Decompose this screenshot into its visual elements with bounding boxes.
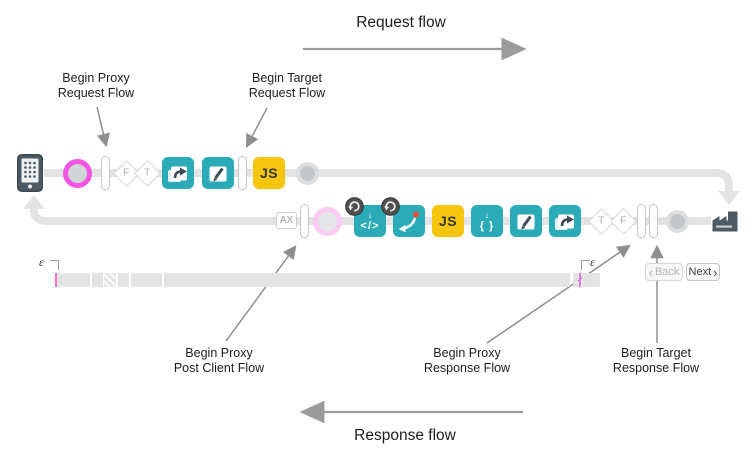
elapsed-epsilon-right: ε — [590, 255, 595, 269]
callout-policy-step[interactable] — [162, 157, 194, 189]
request-flow-arrowhead-icon — [718, 191, 740, 205]
post-client-start-step[interactable] — [313, 207, 342, 236]
elapsed-epsilon-left: ε — [39, 255, 44, 269]
post-client-pointer-arrow — [225, 245, 297, 342]
label-begin-proxy-post-client-flow: Begin Proxy Post Client Flow — [174, 346, 264, 376]
label-line: Request Flow — [248, 86, 326, 100]
assign-message-policy-step[interactable] — [202, 157, 234, 189]
request-segment-end-step[interactable] — [296, 162, 319, 185]
label-begin-proxy-request-flow: Begin Proxy Request Flow — [58, 71, 134, 101]
down-arrow-icon: ↓ — [367, 209, 373, 220]
label-line: Begin Proxy — [433, 346, 501, 360]
label-begin-target-request-flow: Begin Target Request Flow — [249, 71, 325, 101]
analytics-step[interactable]: AX — [276, 212, 297, 229]
timeline-cursor-tick[interactable] — [579, 273, 581, 287]
label-line: Begin Proxy — [185, 346, 253, 360]
next-button[interactable]: Next › — [686, 263, 720, 281]
condition-letter: F — [619, 215, 627, 227]
begin-proxy-request-flow-marker[interactable] — [101, 156, 110, 190]
forward-page-icon — [555, 214, 574, 230]
json-policy-step[interactable]: ↓ { } — [471, 205, 503, 237]
bracket-left-icon — [50, 260, 59, 270]
curved-arrow-red-dot-icon — [398, 211, 419, 233]
timeline-segment — [131, 273, 162, 287]
code-extract-icon: ↓ </> — [360, 209, 380, 232]
timeline-segment — [92, 273, 103, 287]
label-line: Begin Proxy — [62, 71, 130, 85]
label-begin-target-response-flow: Begin Target Response Flow — [613, 346, 699, 376]
js-icon: JS — [259, 165, 279, 181]
next-button-label: Next — [688, 266, 712, 278]
response-segment-end-step[interactable] — [666, 210, 689, 233]
label-line: Response Flow — [612, 361, 700, 375]
target-server-factory-icon[interactable] — [711, 207, 739, 233]
proxy-response-pointer-arrow — [486, 244, 631, 344]
client-phone-icon[interactable] — [17, 154, 43, 192]
condition-letter: T — [143, 167, 151, 179]
javascript-policy-step[interactable]: JS — [253, 157, 285, 189]
bracket-right-icon — [581, 260, 590, 270]
timeline-segment-hatched — [104, 273, 116, 287]
timeline-cursor-tick[interactable] — [55, 273, 57, 287]
gray-dot-icon — [300, 166, 315, 181]
request-flow-line — [44, 169, 733, 192]
label-line: Begin Target — [252, 71, 322, 85]
proxy-request-pointer-arrow — [96, 106, 110, 148]
condition-letter: T — [597, 215, 605, 227]
loop-badge-icon — [381, 197, 400, 216]
condition-letter: F — [122, 167, 130, 179]
timeline-segment — [164, 273, 570, 287]
timeline-segment — [582, 273, 600, 287]
chevron-right-icon: › — [713, 264, 718, 280]
assign-message-policy-step[interactable] — [510, 205, 542, 237]
begin-proxy-post-client-flow-marker[interactable] — [300, 204, 309, 238]
label-line: Begin Target — [621, 346, 691, 360]
response-flow-line — [30, 209, 711, 225]
pencil-page-icon — [517, 214, 535, 230]
back-button[interactable]: ‹ Back — [645, 263, 683, 281]
loop-badge-icon — [345, 197, 364, 216]
back-button-label: Back — [654, 266, 680, 278]
label-line: Request Flow — [57, 86, 135, 100]
braces-glyph: { } — [479, 219, 495, 232]
chevron-left-icon: ‹ — [648, 264, 653, 280]
gray-dot-icon — [670, 214, 685, 229]
request-start-step[interactable] — [63, 159, 92, 188]
label-line: Post Client Flow — [173, 361, 265, 375]
code-glyph: </> — [360, 219, 380, 232]
response-flow-arrowhead-icon — [23, 195, 45, 209]
callout-policy-step[interactable] — [549, 205, 581, 237]
condition-step-true[interactable]: T — [133, 159, 161, 187]
label-line: Response Flow — [423, 361, 511, 375]
forward-page-icon — [168, 166, 187, 182]
condition-step-false[interactable]: F — [609, 207, 637, 235]
js-icon: JS — [438, 213, 458, 229]
begin-target-request-flow-marker[interactable] — [238, 156, 247, 190]
request-flow-title: Request flow — [356, 14, 446, 31]
braces-extract-icon: ↓ { } — [479, 209, 495, 232]
condition-diamond-icon: T — [133, 159, 161, 187]
condition-diamond-icon: F — [609, 207, 637, 235]
timeline-segment — [573, 273, 578, 287]
pencil-page-icon — [209, 166, 227, 182]
response-flow-title: Response flow — [354, 427, 456, 444]
label-begin-proxy-response-flow: Begin Proxy Response Flow — [424, 346, 510, 376]
javascript-policy-step[interactable]: JS — [432, 205, 464, 237]
begin-target-response-flow-marker[interactable] — [649, 204, 658, 238]
timeline-segment — [118, 273, 129, 287]
down-arrow-icon: ↓ — [484, 209, 490, 220]
timeline-segment — [57, 273, 90, 287]
ax-label: AX — [279, 215, 294, 226]
target-request-pointer-arrow — [245, 107, 268, 148]
begin-proxy-response-flow-marker[interactable] — [637, 204, 646, 238]
